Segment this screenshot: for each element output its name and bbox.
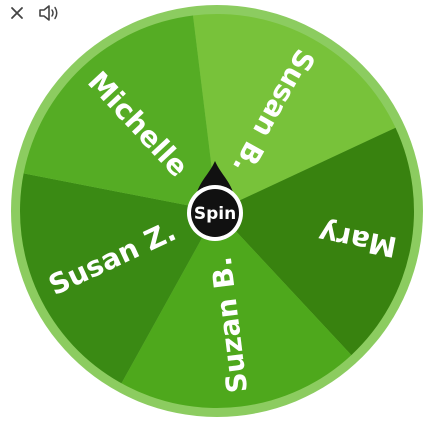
speaker-icon[interactable] bbox=[38, 2, 60, 24]
wheel-slice bbox=[23, 15, 218, 211]
wheel-slice bbox=[20, 173, 218, 384]
wheel-slice bbox=[121, 211, 352, 409]
wheel-slice bbox=[217, 127, 414, 356]
spin-button[interactable]: Spin bbox=[187, 161, 243, 241]
wheel-slice bbox=[192, 14, 396, 211]
close-icon[interactable] bbox=[6, 2, 28, 24]
spin-label: Spin bbox=[194, 204, 236, 224]
hub-circle bbox=[191, 189, 239, 237]
wheel-slices bbox=[20, 14, 414, 409]
top-controls bbox=[6, 2, 60, 24]
